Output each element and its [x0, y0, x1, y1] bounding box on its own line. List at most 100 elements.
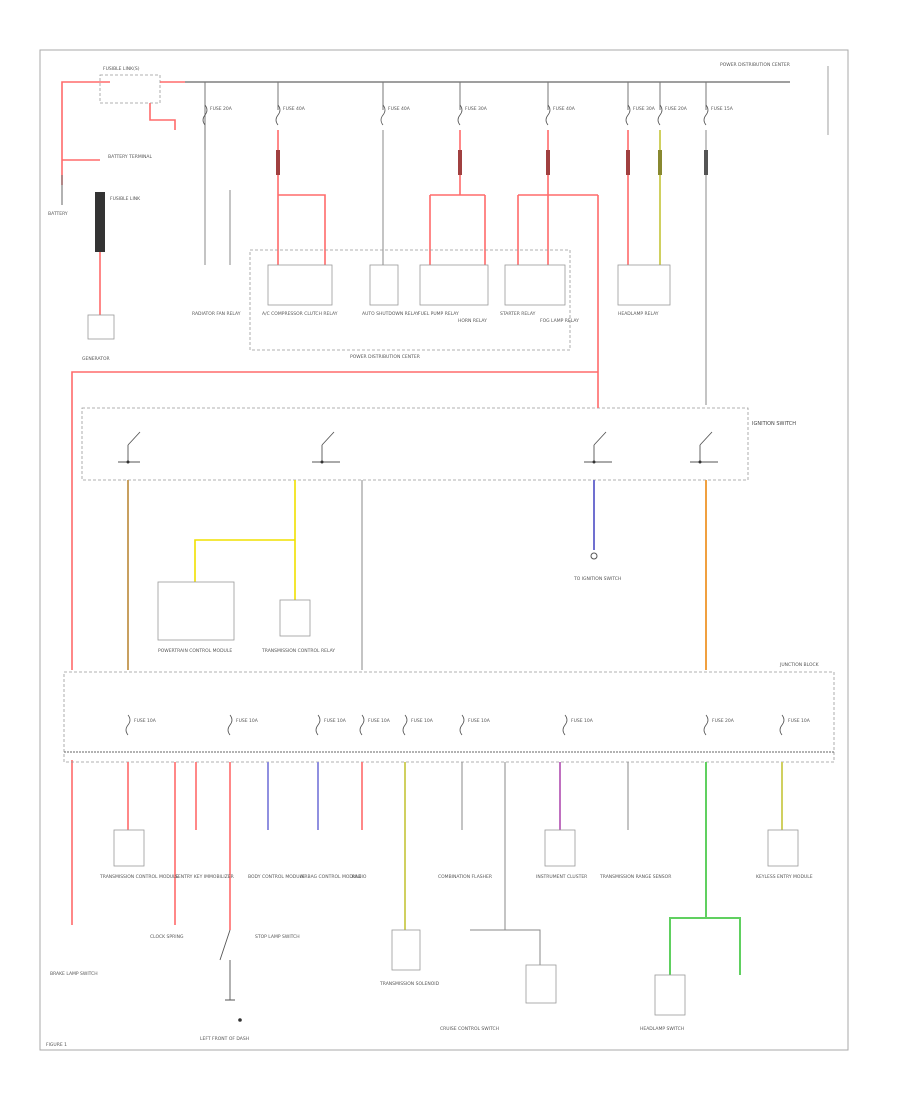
battery-label: BATTERY	[48, 211, 68, 217]
contact-1	[118, 431, 141, 463]
comp-bot-4: AIRBAG CONTROL MODULE	[300, 874, 362, 880]
to-ignition-label: TO IGNITION SWITCH	[573, 576, 621, 582]
comp-top-7: FOG LAMP RELAY	[540, 318, 579, 324]
comp-top-3: AUTO SHUTDOWN RELAY	[362, 311, 419, 317]
comp-box-5	[525, 964, 557, 1004]
top-fuse-label-5: FUSE 40A	[553, 106, 576, 112]
comp-bot-7: INSTRUMENT CLUSTER	[536, 874, 587, 880]
comp-low-1: BRAKE LAMP SWITCH	[50, 971, 98, 977]
top-fuse-label-2: FUSE 40A	[283, 106, 306, 112]
comp-box-4	[391, 929, 421, 971]
comp-low-4: TRANSMISSION SOLENOID	[379, 981, 440, 987]
comp-box-3	[767, 829, 799, 867]
bottom-fuse-labels: FUSE 10A FUSE 10A FUSE 10A FUSE 10A FUSE…	[134, 718, 811, 724]
bottom-component-boxes	[113, 829, 799, 1016]
battery-wire-red	[61, 81, 110, 185]
bar-c	[546, 150, 550, 175]
comp-bot-8: TRANSMISSION RANGE SENSOR	[599, 874, 671, 880]
top-fuses	[204, 82, 707, 150]
contact-2	[312, 431, 340, 463]
ign-contact-dots	[126, 460, 702, 464]
to-ignition-arrow	[590, 552, 598, 560]
bottom-switch	[219, 929, 235, 1001]
comp-bot-6: COMBINATION FLASHER	[438, 874, 492, 880]
bottom-fuse-symbols	[125, 714, 785, 736]
wire-red-c	[429, 130, 486, 265]
bottom-fuse-label-8: FUSE 20A	[712, 718, 735, 724]
pdc-mid-label: POWER DISTRIBUTION CENTER	[350, 354, 420, 360]
comp-low-3: STOP LAMP SWITCH	[255, 934, 300, 940]
pcm-module-box	[157, 581, 235, 641]
top-fuse-label-8: FUSE 15A	[711, 106, 734, 112]
bottom-fuse-label-7: FUSE 10A	[571, 718, 594, 724]
comp-box-6	[654, 974, 686, 1016]
fusible-link-label: FUSIBLE LINK(S)	[103, 66, 140, 72]
relay-box-5	[617, 264, 671, 306]
diagram-border	[39, 49, 849, 1051]
top-fuse-label-7: FUSE 20A	[665, 106, 688, 112]
comp-top-6: STARTER RELAY	[500, 311, 536, 317]
pdc-mid-box	[249, 249, 571, 351]
relay-box-3	[419, 264, 489, 306]
bar-b	[458, 150, 462, 175]
bottom-component-labels: TRANSMISSION CONTROL MODULE SENTRY KEY I…	[99, 874, 813, 880]
bar-d	[626, 150, 630, 175]
bottom-fuse-label-4: FUSE 10A	[368, 718, 391, 724]
bottom-ground-label: LEFT FRONT OF DASH	[200, 1036, 249, 1042]
bottom-ground-dot	[238, 1018, 242, 1022]
comp-top-1: RADIATOR FAN RELAY	[192, 311, 241, 317]
lower-component-labels: BRAKE LAMP SWITCH CLOCK SPRING STOP LAMP…	[50, 934, 684, 1032]
wire-green	[669, 762, 741, 975]
relay-box-1	[267, 264, 333, 306]
top-fuse-symbols	[202, 104, 709, 126]
battery-cable-label: BATTERY TERMINAL	[108, 154, 152, 160]
bottom-fuse-label-1: FUSE 10A	[134, 718, 157, 724]
comp-low-5: CRUISE CONTROL SWITCH	[440, 1026, 499, 1032]
bottom-fuse-label-5: FUSE 10A	[411, 718, 434, 724]
bottom-fuse-label-2: FUSE 10A	[236, 718, 259, 724]
ignition-switch-box	[81, 407, 749, 481]
trans-control-label: TRANSMISSION CONTROL RELAY	[261, 648, 335, 654]
top-fuse-label-1: FUSE 20A	[210, 106, 233, 112]
generator-label: GENERATOR	[82, 356, 110, 362]
fusible-link-2-label: FUSIBLE LINK	[110, 196, 141, 202]
bar-e	[658, 150, 662, 175]
comp-box-1	[113, 829, 145, 867]
bottom-fuse-label-9: FUSE 10A	[788, 718, 811, 724]
junction-block-box	[63, 671, 835, 763]
top-relays	[267, 264, 671, 306]
pcm-module-label: POWERTRAIN CONTROL MODULE	[158, 648, 232, 654]
top-fuse-label-6: FUSE 30A	[633, 106, 656, 112]
ign-switch-label: IGNITION SWITCH	[752, 421, 796, 427]
bar-a	[276, 150, 280, 175]
wire-red-loop	[71, 371, 598, 670]
contact-4	[690, 431, 718, 463]
comp-top-2: A/C COMPRESSOR CLUTCH RELAY	[262, 311, 338, 317]
comp-low-2: CLOCK SPRING	[150, 934, 184, 940]
top-fuse-label-4: FUSE 30A	[465, 106, 488, 112]
top-fuse-label-3: FUSE 40A	[388, 106, 411, 112]
wire-yellow	[194, 480, 296, 600]
comp-top-4: FUEL PUMP RELAY	[418, 311, 459, 317]
wire-red-a	[277, 130, 326, 265]
ignition-contacts	[118, 431, 718, 463]
comp-bot-2: SENTRY KEY IMMOBILIZER	[175, 874, 234, 880]
junction-block-label: JUNCTION BLOCK	[779, 662, 820, 668]
footer-label: FIGURE 1	[46, 1042, 67, 1048]
battery-wire-red-2	[149, 103, 176, 130]
comp-bot-5: RADIO	[352, 874, 367, 880]
comp-low-6: HEADLAMP SWITCH	[640, 1026, 684, 1032]
comp-bot-9: KEYLESS ENTRY MODULE	[756, 874, 813, 880]
comp-box-2	[544, 829, 576, 867]
comp-bot-3: BODY CONTROL MODULE	[248, 874, 305, 880]
bar-f	[704, 150, 708, 175]
fusible-link-bar	[95, 192, 105, 252]
wire-grey-j3	[470, 762, 541, 965]
pdc-top-label: POWER DISTRIBUTION CENTER	[720, 62, 790, 68]
relay-box-4	[504, 264, 566, 306]
bottom-fuse-label-3: FUSE 10A	[324, 718, 347, 724]
comp-bot-1: TRANSMISSION CONTROL MODULE	[99, 874, 179, 880]
fusible-link-box	[99, 74, 161, 104]
relay-box-2	[369, 264, 399, 306]
